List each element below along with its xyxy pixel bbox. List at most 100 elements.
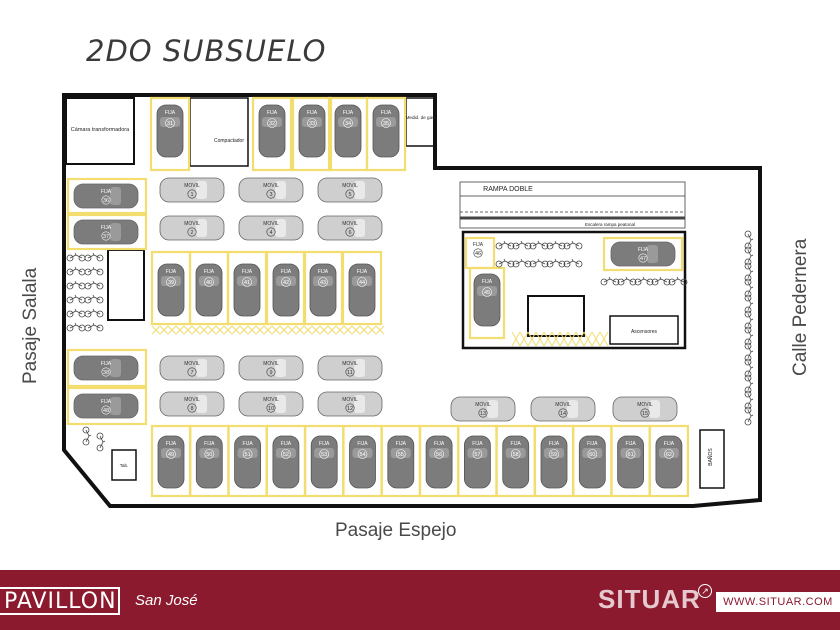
space-kind-label: FIJA [482,279,493,285]
car-windshield [658,448,679,458]
space-kind-label: FIJA [242,269,253,275]
space-kind-label: FIJA [281,441,292,447]
bike-icon [66,280,86,290]
space-number-badge [549,449,559,459]
space-kind-label: MOVIL [342,221,358,227]
ramp-label: RAMPA DOBLE [483,186,533,193]
space-number-badge [266,189,276,199]
car-windshield [199,448,220,458]
bike-icon [546,258,566,268]
car-space-9: MOVIL 9 [238,355,304,381]
space-number-badge [473,248,483,258]
space-number-label: 11 [347,370,353,376]
parking-bays [66,96,690,498]
parking-bay [149,96,191,172]
hatch-line [583,331,593,347]
hatch-line [591,331,601,347]
space-kind-label: MOVIL [637,402,653,408]
space-number-label: 60 [589,452,595,458]
hatch-line [183,325,193,335]
space-number-label: 38 [103,370,109,376]
space-kind-label: FIJA [434,441,445,447]
arrow-icon: ↗ [698,584,712,598]
space-number-badge [664,449,674,459]
space-number-badge [187,227,197,237]
bike-icon [744,310,754,330]
brand-logo: PAVILLON [0,587,120,615]
hatch-line [335,325,345,335]
space-kind-label: FIJA [318,269,329,275]
tank-room [111,449,137,481]
space-number-badge [434,449,444,459]
hatch-line [343,325,353,335]
hatch-line [151,325,161,335]
hatch-line [551,331,561,347]
parking-bay [341,250,383,326]
space-number-label: 49 [168,452,174,458]
website-link[interactable]: WWW.SITUAR.COM [716,592,840,612]
space-number-label: 3 [269,192,272,198]
space-kind-label: MOVIL [263,361,279,367]
space-number-badge [266,403,276,413]
space-number-label: 41 [244,280,250,286]
parking-bay [602,236,684,272]
hatch-line [359,325,369,335]
hatch-line [239,325,249,335]
space-kind-label: FIJA [166,269,177,275]
space-kind-label: FIJA [204,269,215,275]
space-kind-label: FIJA [166,441,177,447]
space-kind-label: FIJA [511,441,522,447]
hatch-line [351,325,361,335]
hatch-line [367,325,377,335]
space-number-badge [187,189,197,199]
parking-bay [291,96,333,172]
stair-core [527,295,585,337]
space-kind-label: MOVIL [555,402,571,408]
space-kind-label: FIJA [472,441,483,447]
car-windshield [262,117,282,127]
space-number-label: 51 [245,452,251,458]
car-windshield [582,448,603,458]
hatch-line [175,325,185,335]
space-kind-label: FIJA [101,399,112,405]
baths-room [699,429,725,489]
car-windshield [352,276,372,286]
gas-meter-label: Medid. de gas [406,115,436,120]
hatch-line [303,325,313,335]
space-number-badge [478,408,488,418]
space-number-badge [266,367,276,377]
space-number-badge [640,408,650,418]
space-kind-label: FIJA [396,441,407,447]
transformer-label: Cámara transformadora [71,127,130,133]
car-windshield [110,359,121,377]
bike-icon [529,240,549,250]
space-number-badge [242,449,253,459]
space-kind-label: FIJA [549,441,560,447]
space-number-badge [510,449,521,459]
hatch-line [247,325,257,335]
car-windshield [477,286,497,296]
car-space-49: FIJA 49 [157,435,185,489]
space-number-badge [166,277,176,287]
space-number-badge [345,403,355,413]
space-kind-label: MOVIL [184,361,200,367]
space-number-label: 9 [269,370,272,376]
space-number-label: 36 [103,198,109,204]
space-number-label: 56 [436,452,442,458]
parking-bay [648,424,690,498]
hatch-line [543,331,553,347]
hatch-line [279,325,289,335]
car-windshield [313,276,333,286]
